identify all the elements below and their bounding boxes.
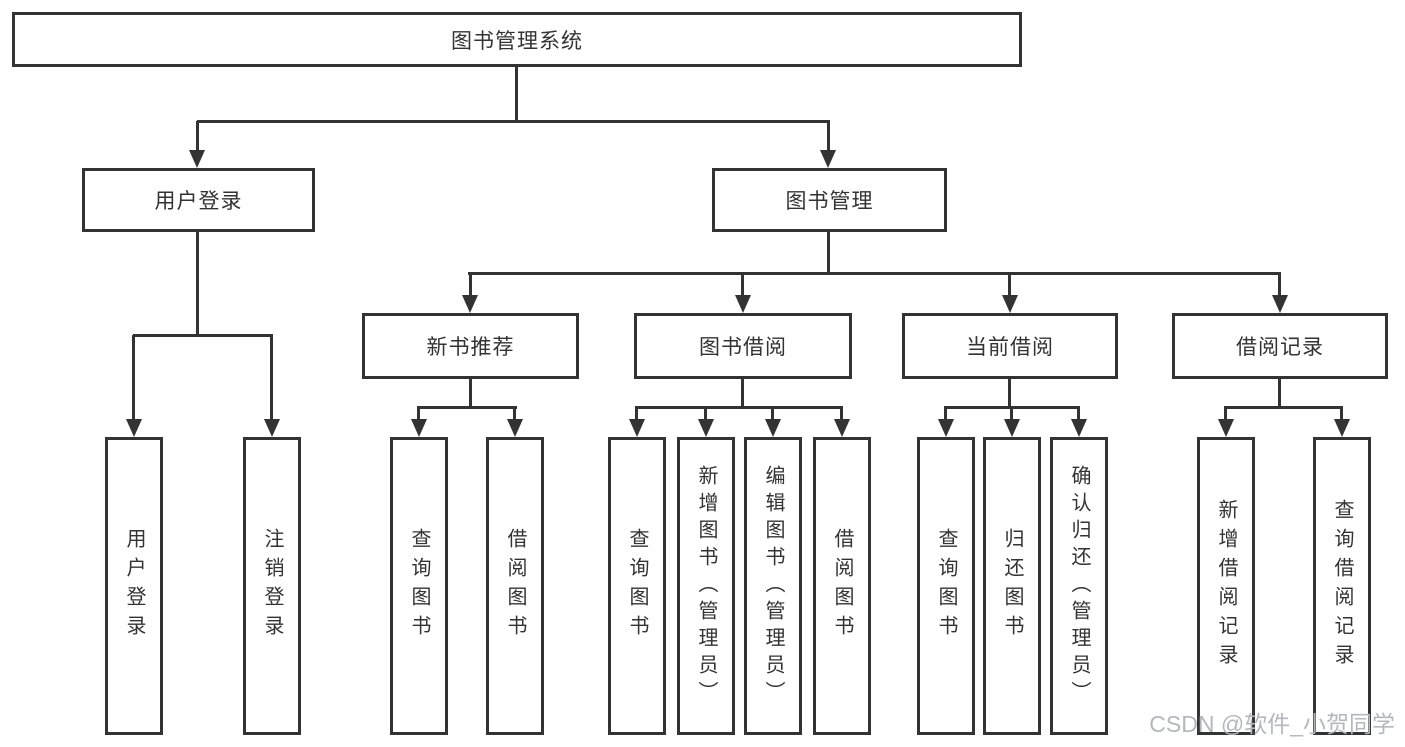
node-leaf-query-books-3: 查询图书 (917, 437, 975, 735)
node-label: 新书推荐 (426, 336, 515, 359)
node-label: 新增借阅记录 (1215, 499, 1237, 673)
connector-line (1008, 274, 1011, 297)
node-label: 注销登录 (261, 528, 283, 644)
node-label: 图书借阅 (699, 336, 787, 359)
node-book-management: 图书管理 (712, 168, 947, 232)
node-new-book-recommendation: 新书推荐 (362, 313, 579, 379)
node-label: 当前借阅 (966, 336, 1054, 359)
node-label: 用户登录 (154, 190, 243, 213)
connector-line (1010, 408, 1013, 421)
arrow-down-icon (765, 419, 781, 437)
arrow-down-icon (1004, 419, 1020, 437)
node-label: 确认归还（管理员） (1068, 464, 1090, 708)
arrow-down-icon (507, 419, 523, 437)
connector-line (704, 408, 707, 421)
connector-line (469, 274, 472, 297)
arrow-down-icon (1334, 419, 1350, 437)
connector-line (1224, 406, 1343, 409)
arrow-down-icon (126, 419, 142, 437)
csdn-watermark: CSDN @软件_小贺同学 (1149, 711, 1395, 737)
node-leaf-edit-books-admin: 编辑图书（管理员） (744, 437, 802, 735)
arrow-down-icon (1002, 295, 1018, 313)
connector-line (196, 121, 199, 152)
arrow-down-icon (820, 150, 836, 168)
connector-line (827, 232, 830, 275)
arrow-down-icon (462, 295, 478, 313)
connector-line (771, 408, 774, 421)
arrow-down-icon (629, 419, 645, 437)
node-leaf-borrow-books-2: 借阅图书 (813, 437, 871, 735)
connector-line (197, 120, 830, 123)
node-label: 新增图书（管理员） (695, 464, 717, 708)
connector-line (944, 408, 947, 421)
node-label: 借阅图书 (504, 528, 526, 644)
arrow-down-icon (411, 419, 427, 437)
node-leaf-borrow-books-1: 借阅图书 (486, 437, 544, 735)
connector-line (132, 335, 135, 421)
node-label: 查询图书 (408, 528, 430, 644)
connector-line (417, 408, 420, 421)
node-leaf-user-login: 用户登录 (105, 437, 163, 735)
connector-line (1340, 408, 1343, 421)
connector-line (741, 379, 744, 409)
node-label: 查询图书 (626, 528, 648, 644)
node-book-borrowing: 图书借阅 (634, 313, 852, 379)
arrow-down-icon (1218, 419, 1234, 437)
connector-line (417, 406, 517, 409)
arrow-down-icon (698, 419, 714, 437)
connector-line (468, 272, 1281, 275)
arrow-down-icon (938, 419, 954, 437)
arrow-down-icon (189, 150, 205, 168)
connector-line (1278, 274, 1281, 297)
node-leaf-query-books-2: 查询图书 (608, 437, 666, 735)
connector-line (944, 406, 1080, 409)
arrow-down-icon (1071, 419, 1087, 437)
connector-line (1224, 408, 1227, 421)
node-label: 用户登录 (123, 528, 145, 644)
node-user-login: 用户登录 (82, 168, 315, 232)
node-label: 图书管理系统 (451, 29, 583, 53)
connector-line (1008, 379, 1011, 409)
node-library-management-system: 图书管理系统 (12, 12, 1022, 67)
node-leaf-confirm-return-admin: 确认归还（管理员） (1050, 437, 1108, 735)
node-label: 编辑图书（管理员） (762, 464, 784, 708)
connector-line (635, 408, 638, 421)
node-label: 借阅记录 (1236, 336, 1324, 359)
arrow-down-icon (264, 419, 280, 437)
node-leaf-logout: 注销登录 (243, 437, 301, 735)
node-leaf-query-books-1: 查询图书 (390, 437, 448, 735)
node-leaf-add-borrow-record: 新增借阅记录 (1197, 437, 1255, 735)
connector-line (1077, 408, 1080, 421)
node-label: 查询借阅记录 (1331, 499, 1353, 673)
connector-line (270, 335, 273, 421)
node-label: 归还图书 (1001, 528, 1023, 644)
arrow-down-icon (834, 419, 850, 437)
node-current-borrowing: 当前借阅 (902, 313, 1118, 379)
arrow-down-icon (735, 295, 751, 313)
connector-line (741, 274, 744, 297)
arrow-down-icon (1272, 295, 1288, 313)
node-label: 图书管理 (785, 190, 874, 213)
connector-line (515, 67, 518, 122)
node-leaf-return-books: 归还图书 (983, 437, 1041, 735)
node-borrowing-records: 借阅记录 (1172, 313, 1388, 379)
node-leaf-query-borrow-record: 查询借阅记录 (1313, 437, 1371, 735)
connector-line (196, 232, 199, 337)
node-label: 借阅图书 (831, 528, 853, 644)
connector-line (1278, 379, 1281, 409)
connector-line (133, 334, 273, 337)
connector-line (513, 408, 516, 421)
connector-line (635, 406, 843, 409)
connector-line (840, 408, 843, 421)
connector-line (827, 121, 830, 152)
node-leaf-add-books-admin: 新增图书（管理员） (677, 437, 735, 735)
connector-line (469, 379, 472, 409)
node-label: 查询图书 (935, 528, 957, 644)
